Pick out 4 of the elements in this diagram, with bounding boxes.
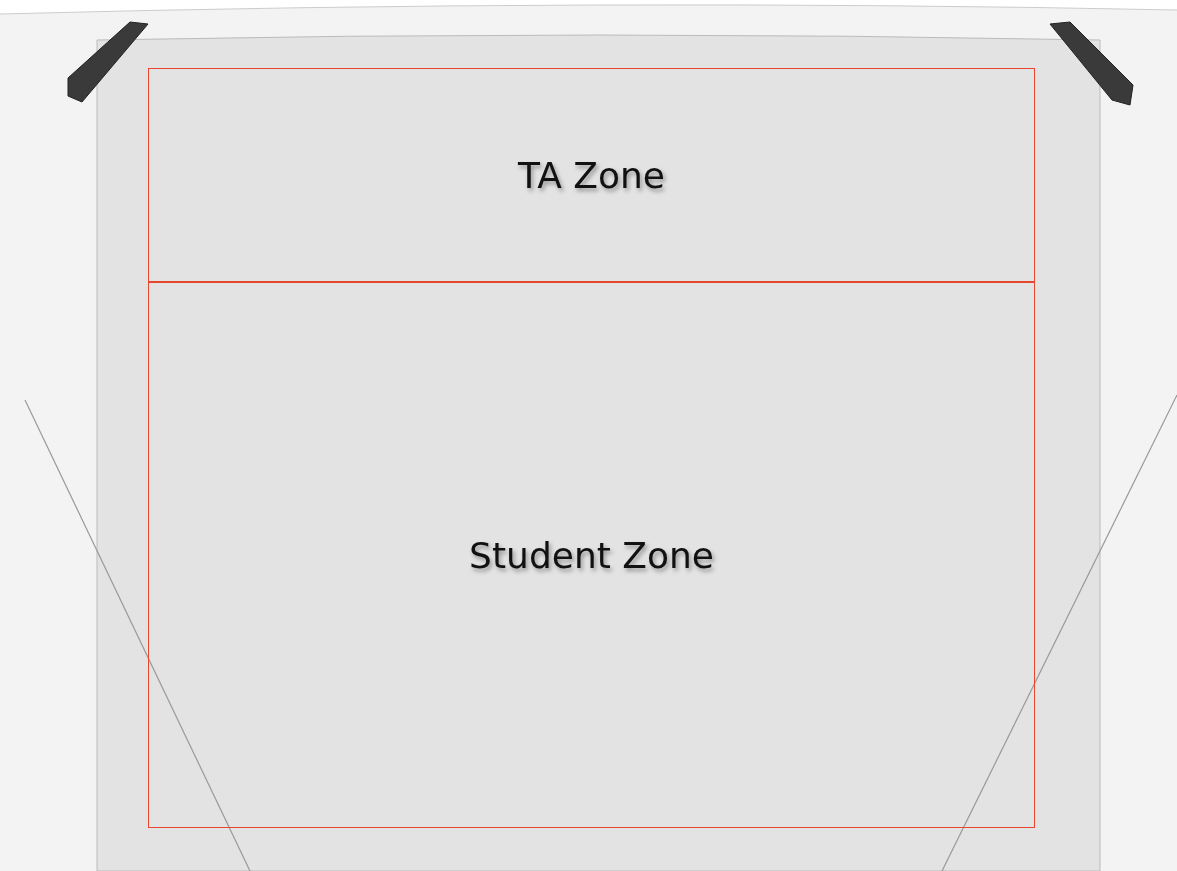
zone-area xyxy=(148,282,1035,828)
zone-label: TA Zone xyxy=(518,154,665,196)
zone-label: Student Zone xyxy=(469,534,714,576)
zone-area xyxy=(148,68,1035,282)
